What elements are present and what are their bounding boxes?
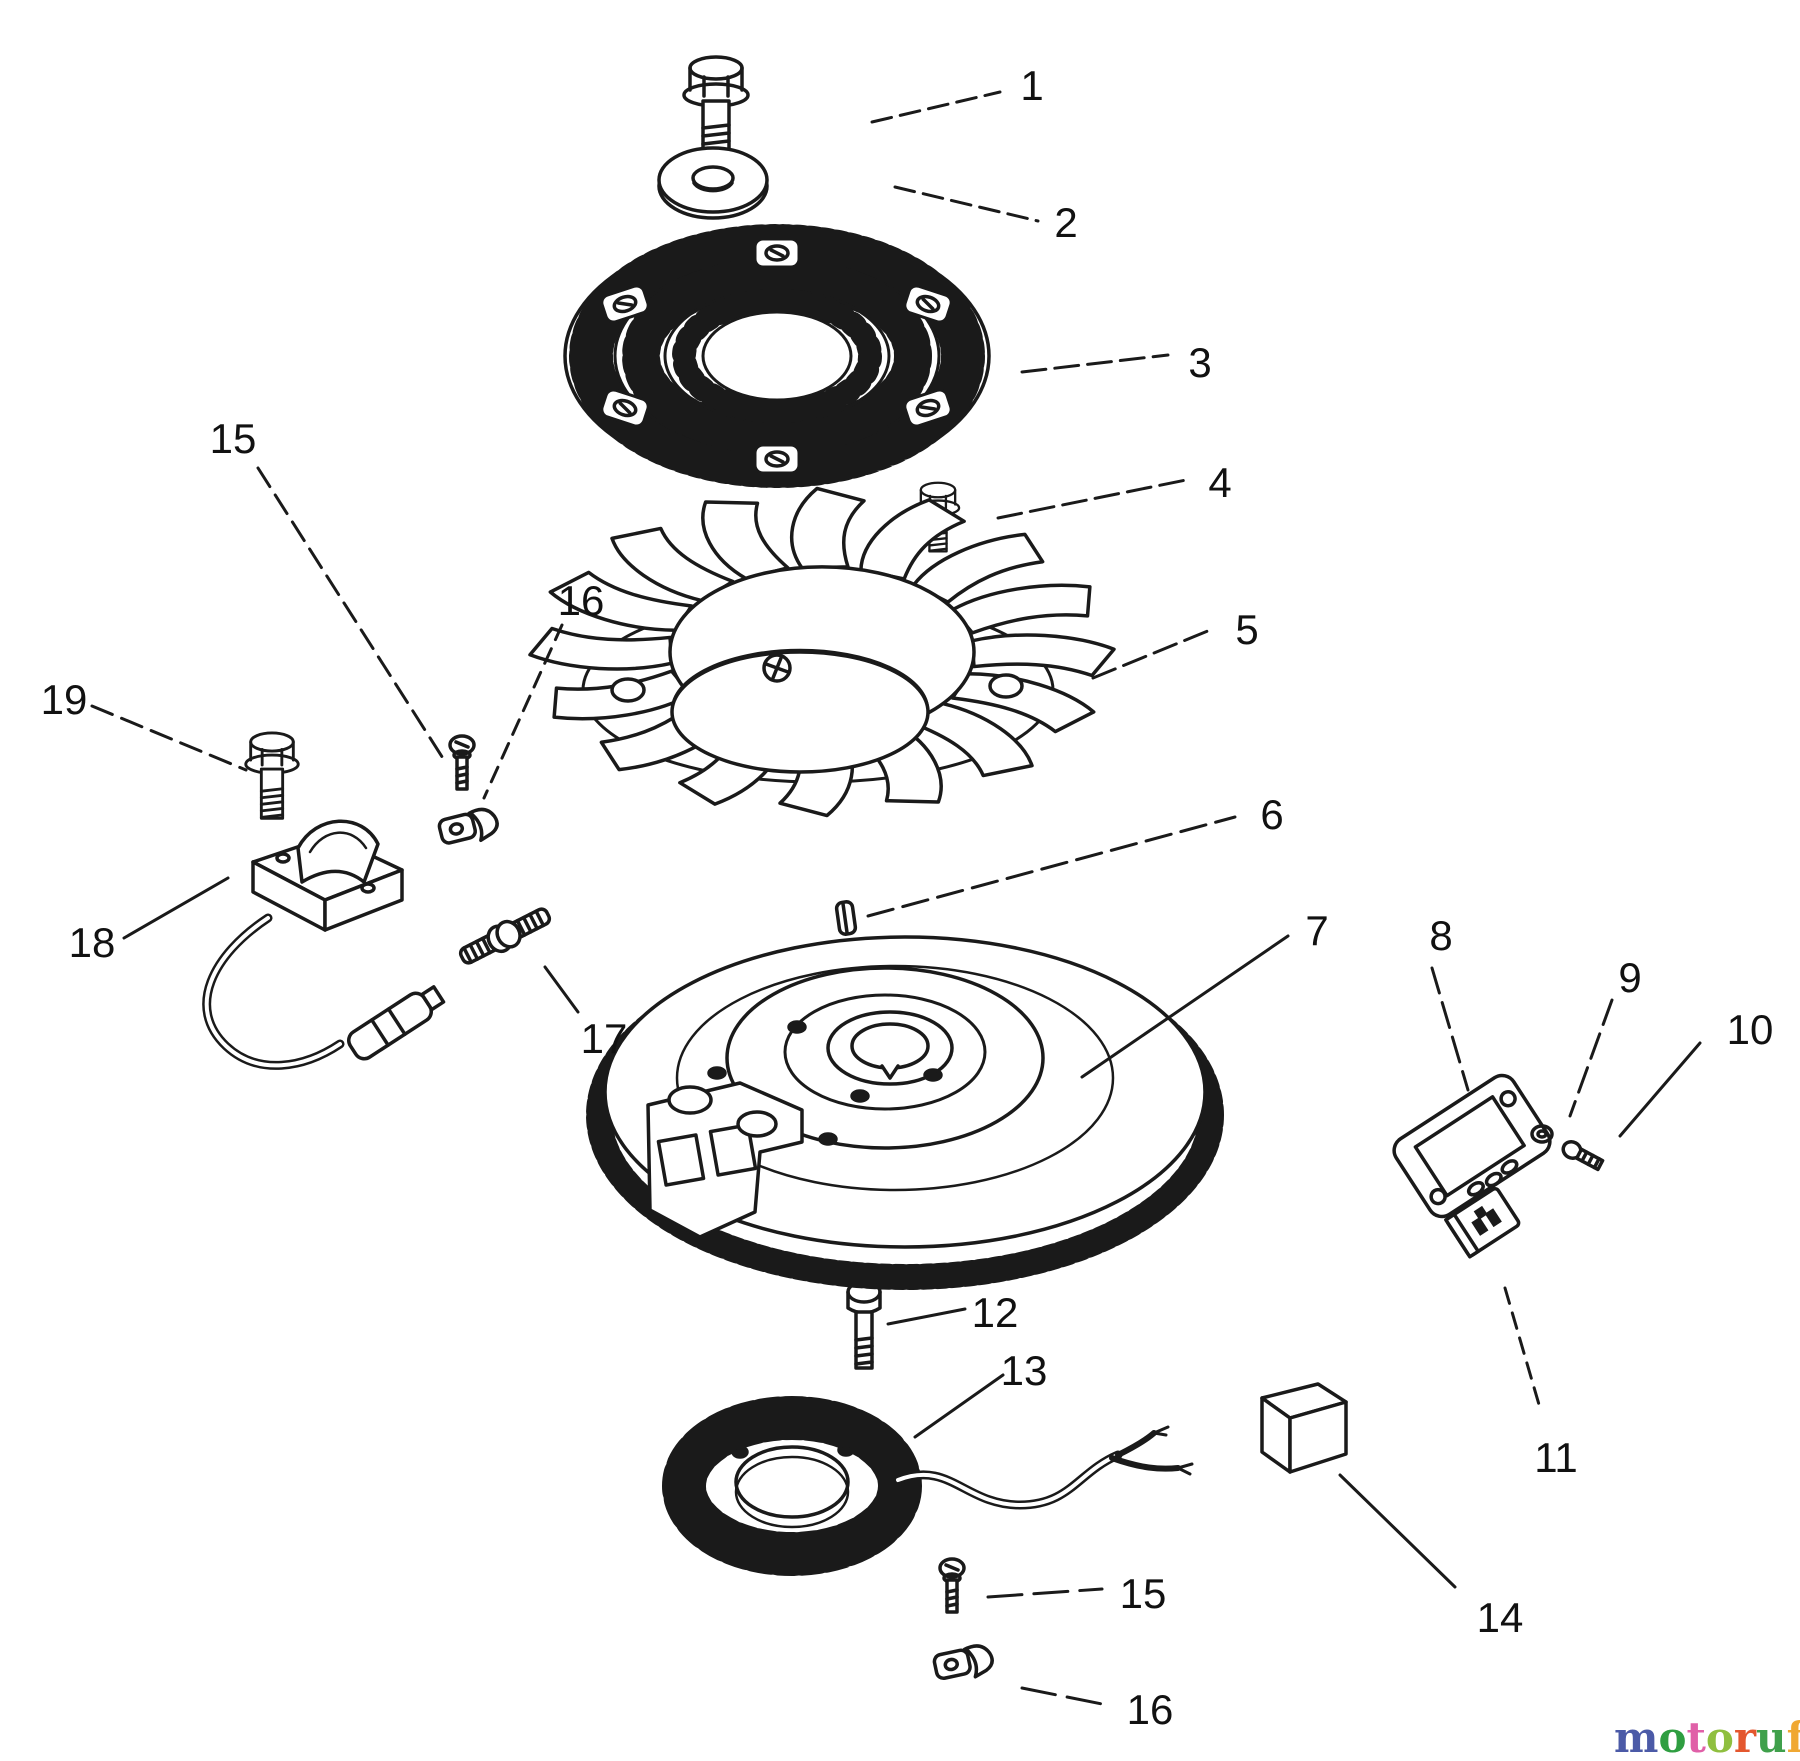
callout-7: 7 <box>1305 907 1328 954</box>
leader-2 <box>893 185 1040 223</box>
callout-15-top: 15 <box>210 415 257 462</box>
leader-9 <box>1568 998 1614 1118</box>
callout-3: 3 <box>1188 339 1211 386</box>
part-17-stud <box>458 907 552 965</box>
leader-14 <box>1338 1473 1457 1589</box>
leader-16-bottom <box>1020 1686 1104 1706</box>
leader-6 <box>866 815 1237 918</box>
callout-12: 12 <box>972 1289 1019 1336</box>
leader-15-top <box>256 466 448 765</box>
callout-14: 14 <box>1477 1594 1524 1641</box>
leader-5 <box>1091 626 1217 680</box>
leader-11 <box>1503 1286 1542 1410</box>
part-16-clamp-bottom <box>931 1641 997 1687</box>
callout-16-bottom: 16 <box>1127 1686 1174 1733</box>
callout-5: 5 <box>1235 606 1258 653</box>
part-13-stator <box>662 1396 1194 1576</box>
callout-8: 8 <box>1429 912 1452 959</box>
leader-10 <box>1618 1041 1702 1138</box>
leader-17 <box>543 965 580 1014</box>
callout-19: 19 <box>41 676 88 723</box>
callout-15-bottom: 15 <box>1120 1570 1167 1617</box>
leader-1 <box>870 90 1002 124</box>
callout-18: 18 <box>69 919 116 966</box>
part-12-stator-bolt <box>846 1280 882 1370</box>
callout-1: 1 <box>1020 62 1043 109</box>
part-11-diode-module <box>1444 1186 1521 1259</box>
leader-lines <box>90 90 1702 1706</box>
callout-16-top: 16 <box>558 577 605 624</box>
watermark-logo: motoruf.de <box>1614 1713 1800 1761</box>
leader-12 <box>886 1307 967 1326</box>
callout-4: 4 <box>1208 459 1231 506</box>
leader-18 <box>122 876 230 940</box>
callout-17: 17 <box>581 1015 628 1062</box>
callout-labels: 1 2 3 4 5 6 7 8 9 10 11 12 13 14 15 16 1… <box>41 62 1774 1733</box>
part-1-flange-bolt <box>682 55 750 163</box>
part-2-washer <box>657 146 769 220</box>
leader-7 <box>1080 934 1290 1079</box>
part-19-bolt <box>244 731 300 820</box>
callout-6: 6 <box>1260 791 1283 838</box>
part-5-cooling-fan <box>528 486 1116 818</box>
watermark: motoruf.de <box>1614 1713 1800 1761</box>
part-15-screw-top <box>448 734 476 791</box>
part-16-clamp-top <box>435 804 503 852</box>
callout-11: 11 <box>1534 1434 1578 1481</box>
part-6-flywheel-key <box>834 900 858 936</box>
callout-10: 10 <box>1727 1006 1774 1053</box>
callout-13: 13 <box>1001 1347 1048 1394</box>
part-18-ignition-coil <box>202 819 446 1070</box>
leader-15-bottom <box>986 1587 1104 1599</box>
leader-13 <box>913 1373 1005 1439</box>
part-3-grass-screen <box>563 224 991 488</box>
leader-3 <box>1020 353 1170 374</box>
part-10-screw <box>1561 1140 1605 1172</box>
stator-wire-harness <box>893 1425 1194 1510</box>
leader-16-top <box>482 623 564 800</box>
leader-8 <box>1430 966 1470 1092</box>
leader-19 <box>90 704 248 772</box>
part-8-rectifier <box>1392 1073 1552 1219</box>
part-14-connector <box>1260 1382 1348 1474</box>
part-7-flywheel <box>586 935 1224 1290</box>
callout-2: 2 <box>1054 199 1077 246</box>
part-9-nut <box>1530 1124 1554 1144</box>
part-15-screw-bottom <box>938 1557 966 1614</box>
leader-4 <box>996 478 1188 520</box>
callout-9: 9 <box>1618 954 1641 1001</box>
